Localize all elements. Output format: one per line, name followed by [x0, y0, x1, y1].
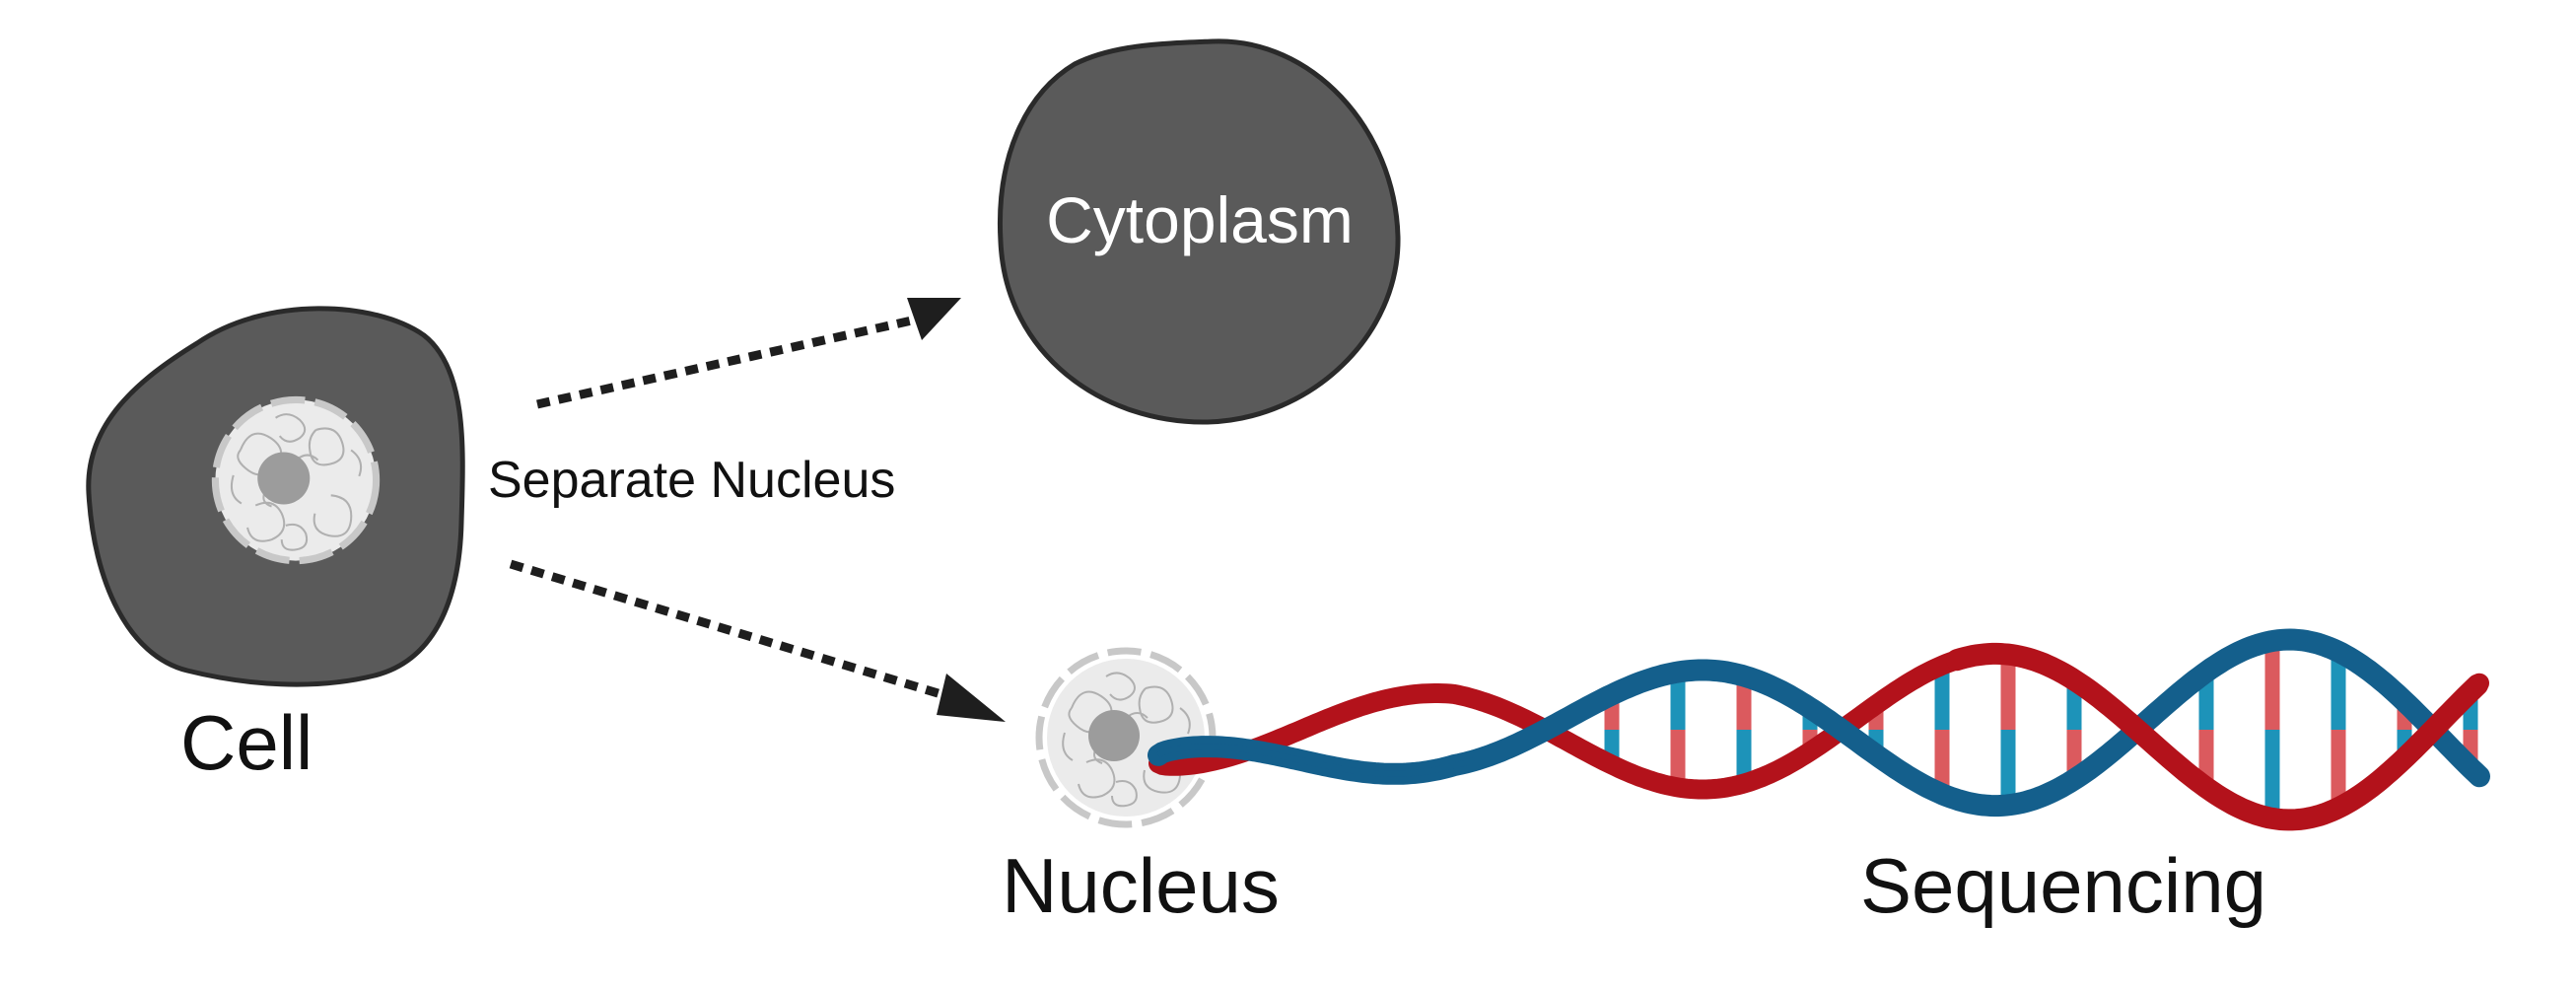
cell-label: Cell	[180, 699, 313, 786]
dna-double-helix-icon	[1148, 628, 2490, 831]
base-pair-rung	[1934, 665, 1950, 730]
cytoplasm-icon	[997, 38, 1401, 425]
nucleus-label: Nucleus	[1002, 842, 1280, 929]
cytoplasm-body	[997, 38, 1401, 425]
base-pair-rung	[1736, 730, 1752, 784]
base-pair-rung	[1934, 730, 1950, 795]
base-pair-rung	[1670, 730, 1686, 788]
dna-strand-red-crossing	[1946, 642, 2488, 831]
base-pair-rung	[2264, 641, 2280, 730]
arrow-to-nucleus	[509, 559, 1006, 722]
arrow-to-cytoplasm	[536, 298, 961, 409]
dna-strand-blue-tail	[1156, 744, 1475, 777]
base-pair-rung	[2331, 730, 2346, 809]
dna-strand-blue	[1148, 628, 2490, 817]
sequencing-label: Sequencing	[1860, 842, 2266, 929]
base-pair-rung	[2264, 730, 2280, 818]
nucleus-in-cell	[211, 395, 381, 565]
cytoplasm-label: Cytoplasm	[1046, 183, 1354, 256]
dna-strand-red	[1149, 643, 2489, 830]
base-pair-rung	[1670, 672, 1686, 730]
base-pair-rung	[2000, 730, 2016, 806]
base-pair-rung	[2331, 651, 2346, 730]
cell-icon	[86, 306, 465, 687]
separate-nucleus-label: Separate Nucleus	[488, 452, 895, 509]
base-pair-rung	[1736, 675, 1752, 730]
base-pair-rung	[2000, 654, 2016, 730]
